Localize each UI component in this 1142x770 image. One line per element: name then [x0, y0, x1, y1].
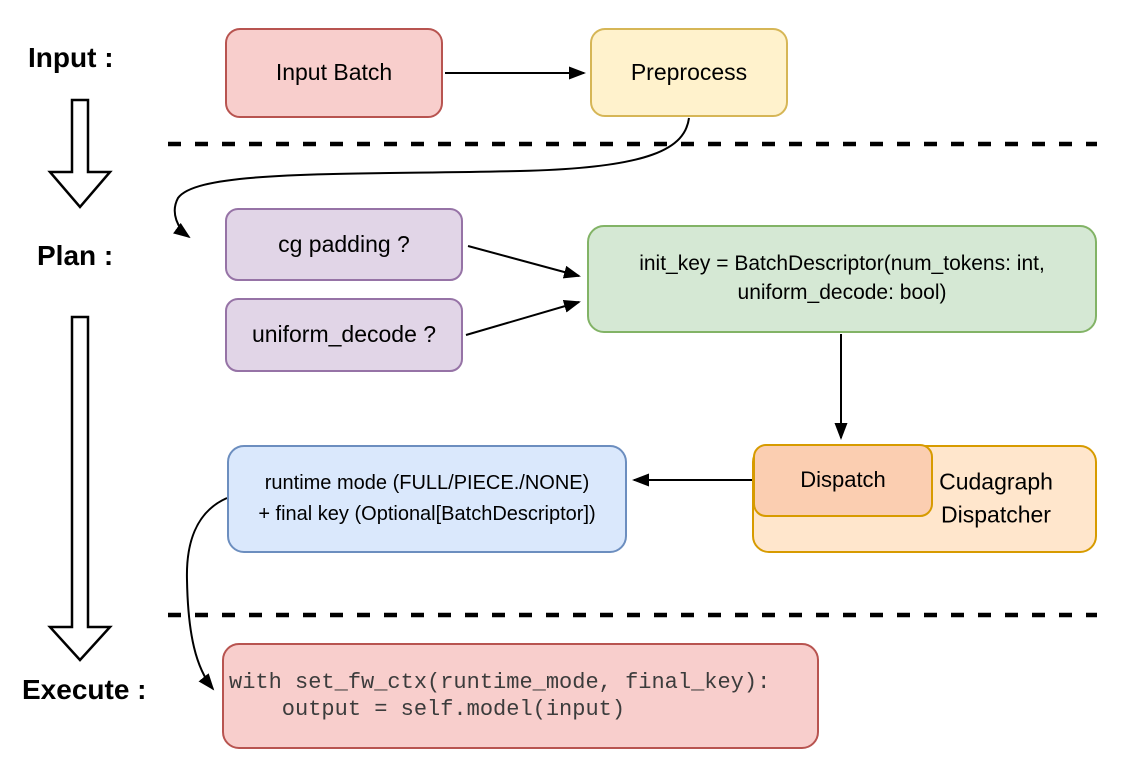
uniform-decode-node: uniform_decode ?	[225, 298, 463, 372]
arrow-cg-padding-to-init-key	[467, 245, 581, 279]
input-section-down-arrow	[47, 98, 113, 209]
input-batch-node: Input Batch	[225, 28, 443, 118]
input-section-label: Input :	[28, 42, 114, 73]
init-key-line2: uniform_decode: bool)	[737, 281, 947, 304]
execute-code-line1: with set_fw_ctx(runtime_mode, final_key)…	[229, 669, 771, 695]
cudagraph-dispatcher-line1: Cudagraph	[939, 468, 1053, 495]
runtime-mode-node: runtime mode (FULL/PIECE./NONE) + final …	[227, 445, 627, 553]
execute-section-label: Execute :	[22, 674, 147, 705]
arrow-runtime-mode-to-execute-code	[185, 497, 228, 691]
arrow-uniform-decode-to-init-key	[465, 299, 581, 336]
preprocess-node: Preprocess	[590, 28, 788, 117]
input-batch-label: Input Batch	[275, 59, 393, 86]
init-key-line1: init_key = BatchDescriptor(num_tokens: i…	[639, 252, 1045, 276]
dispatch-node: Dispatch	[753, 444, 933, 517]
cg-padding-node: cg padding ?	[225, 208, 463, 281]
execute-code-line2: output = self.model(input)	[229, 697, 626, 722]
execute-code-node: with set_fw_ctx(runtime_mode, final_key)…	[222, 643, 819, 749]
cudagraph-dispatcher-label: Cudagraph Dispatcher	[911, 466, 1081, 533]
uniform-decode-label: uniform_decode ?	[251, 321, 437, 348]
plan-section-label: Plan :	[37, 240, 114, 271]
cudagraph-dispatcher-line2: Dispatcher	[941, 502, 1051, 528]
cg-padding-label: cg padding ?	[278, 230, 410, 257]
runtime-mode-line2: + final key (Optional[BatchDescriptor])	[258, 503, 596, 525]
preprocess-label: Preprocess	[630, 58, 748, 85]
runtime-mode-line1: runtime mode (FULL/PIECE./NONE)	[264, 472, 590, 494]
dispatch-label: Dispatch	[800, 467, 886, 493]
plan-section-down-arrow	[47, 315, 113, 662]
init-key-node: init_key = BatchDescriptor(num_tokens: i…	[587, 225, 1097, 333]
